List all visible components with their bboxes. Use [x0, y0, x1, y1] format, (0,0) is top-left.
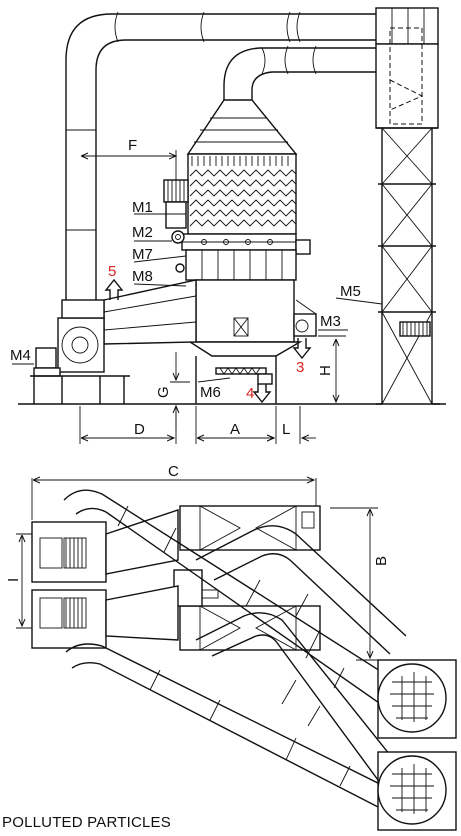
motor-m1 — [163, 179, 189, 229]
outlet-arrow-5 — [104, 278, 124, 300]
label-m2: M2 — [132, 224, 153, 241]
plan-tower-upper — [377, 659, 457, 739]
elevation-view: M1 M2 M7 M8 M3 M4 M5 M6 5 3 4 F G H — [10, 7, 446, 444]
dim-label-g: G — [155, 386, 172, 398]
plan-view: C B I — [5, 463, 457, 831]
plan-fan-upper — [31, 509, 179, 583]
outlet-arrow-4 — [252, 384, 272, 404]
dimension-c: C — [31, 463, 317, 520]
dimension-row-dal: D A L — [79, 406, 316, 444]
label-m3: M3 — [320, 313, 341, 330]
caption-text: POLLUTED PARTICLES — [2, 814, 171, 831]
dim-label-c: C — [168, 463, 179, 480]
plan-tower-lower — [377, 751, 457, 831]
label-m4: M4 — [10, 347, 31, 364]
plan-fan-lower — [31, 585, 179, 649]
dim-label-f: F — [128, 137, 137, 154]
tower-structure — [375, 7, 440, 405]
label-m6: M6 — [200, 384, 221, 401]
main-duct — [65, 11, 376, 300]
dim-label-l: L — [282, 421, 290, 438]
motor-m2 — [171, 230, 185, 244]
label-m7: M7 — [132, 246, 153, 263]
plan-ducts — [63, 489, 411, 809]
dimension-g: G — [155, 352, 190, 430]
label-m5: M5 — [340, 283, 361, 300]
scrubber-body — [181, 99, 311, 404]
stream-number-4: 4 — [246, 385, 254, 402]
dimension-f: F — [82, 137, 176, 180]
plan-scrubber-upper — [179, 505, 321, 551]
dim-label-h: H — [317, 365, 334, 376]
second-duct — [223, 45, 376, 100]
dim-label-a: A — [230, 421, 240, 438]
stream-number-3: 3 — [296, 359, 304, 376]
leader-lines — [12, 213, 383, 383]
label-m8: M8 — [132, 268, 153, 285]
stream-number-5: 5 — [108, 263, 116, 280]
dimension-h: H — [317, 335, 346, 402]
dim-label-d: D — [134, 421, 145, 438]
outlet-arrow-3 — [292, 338, 312, 360]
dim-label-i: I — [5, 578, 22, 582]
dimension-b: B — [330, 507, 390, 661]
dim-label-b: B — [373, 556, 390, 566]
motor-m8 — [175, 263, 185, 273]
label-m1: M1 — [132, 199, 153, 216]
motor-m3 — [293, 299, 317, 337]
fan-m4 — [30, 279, 197, 404]
